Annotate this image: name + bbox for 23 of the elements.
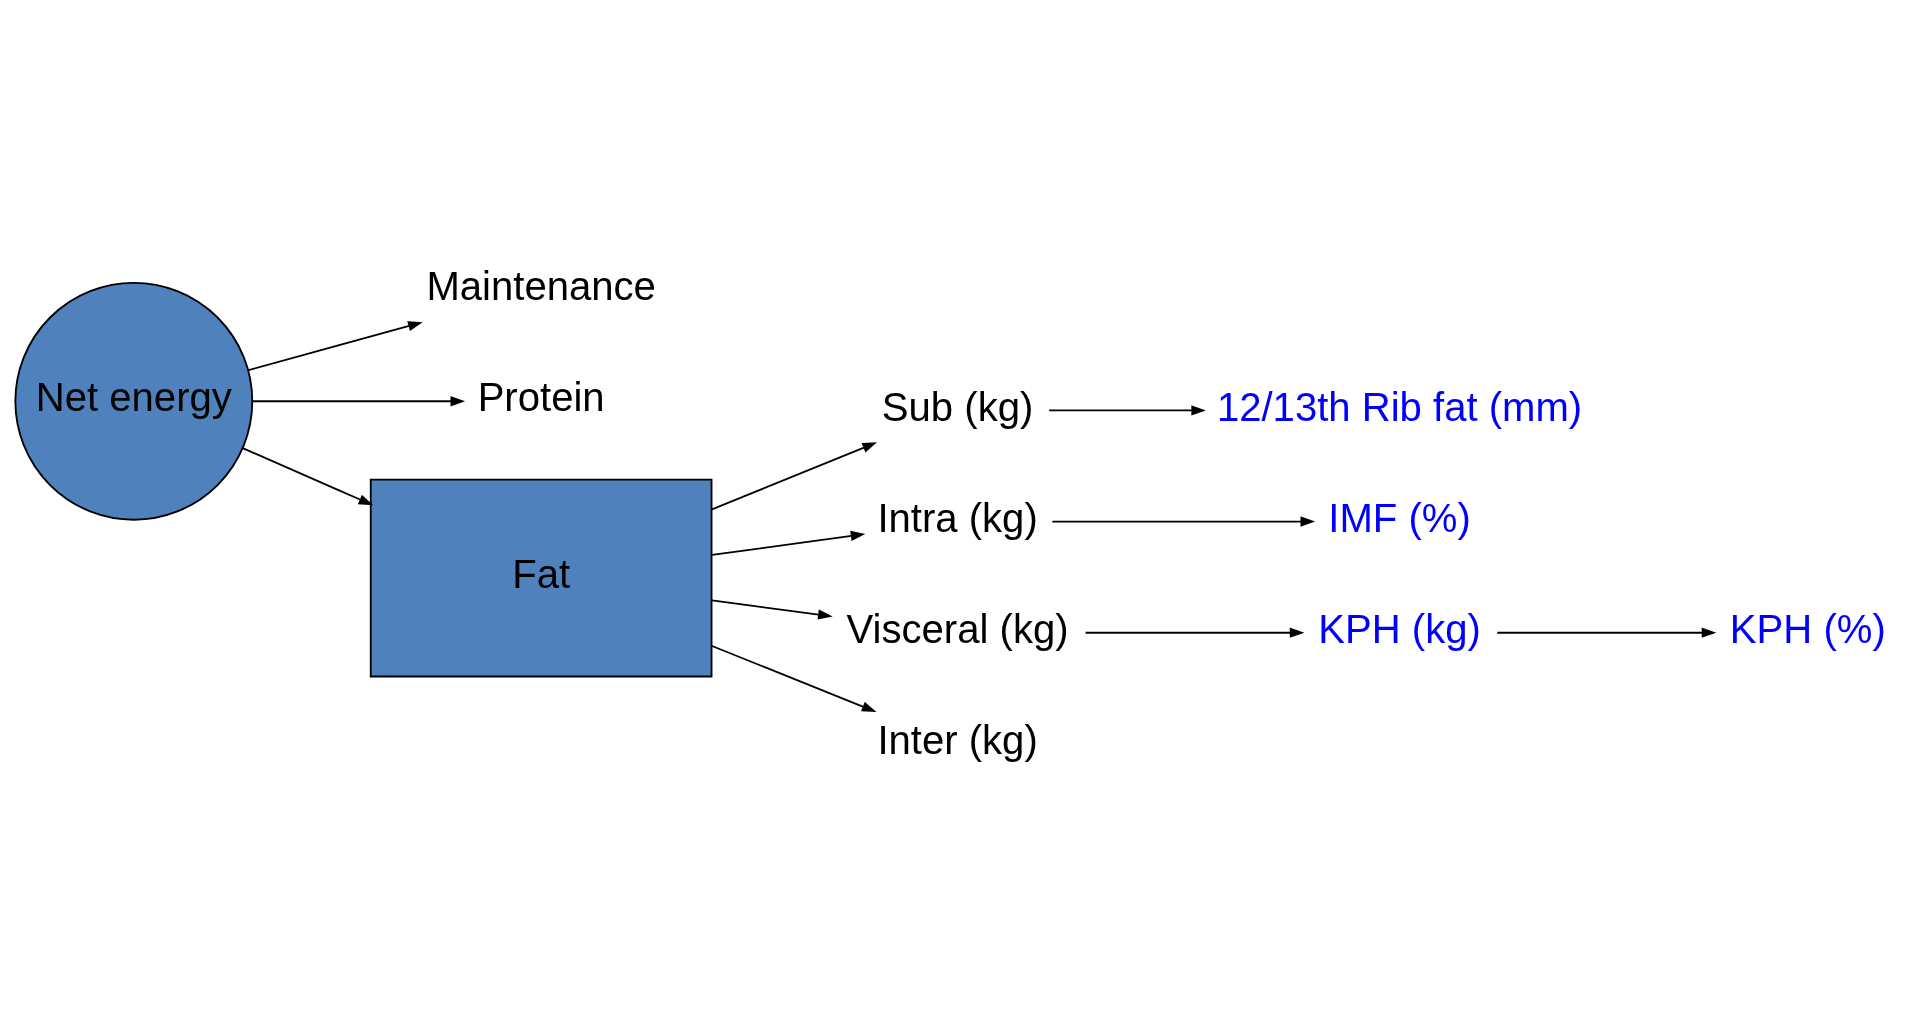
node-box: Fat — [369, 478, 713, 678]
node-text: KPH (%) — [1729, 606, 1886, 651]
arrow — [711, 530, 866, 556]
arrow — [1048, 405, 1206, 416]
arrow — [1084, 627, 1305, 638]
node-text: Inter (kg) — [877, 718, 1038, 763]
node-text: KPH (kg) — [1318, 606, 1481, 651]
node-text: Protein — [477, 375, 605, 420]
node-text: Maintenance — [426, 264, 656, 309]
arrow — [1051, 516, 1316, 527]
node-text: Sub (kg) — [881, 384, 1034, 429]
arrow — [711, 442, 877, 511]
arrow — [247, 321, 423, 372]
arrow — [241, 447, 374, 506]
node-text: 12/13th Rib fat (mm) — [1216, 384, 1583, 429]
arrow — [251, 396, 466, 407]
node-text: IMF (%) — [1328, 495, 1471, 540]
node-circle: Net energy — [14, 281, 254, 521]
arrow — [711, 599, 833, 620]
arrow — [1496, 627, 1717, 638]
node-text: Intra (kg) — [877, 495, 1038, 540]
node-text: Visceral (kg) — [846, 606, 1069, 651]
arrow — [711, 645, 877, 713]
